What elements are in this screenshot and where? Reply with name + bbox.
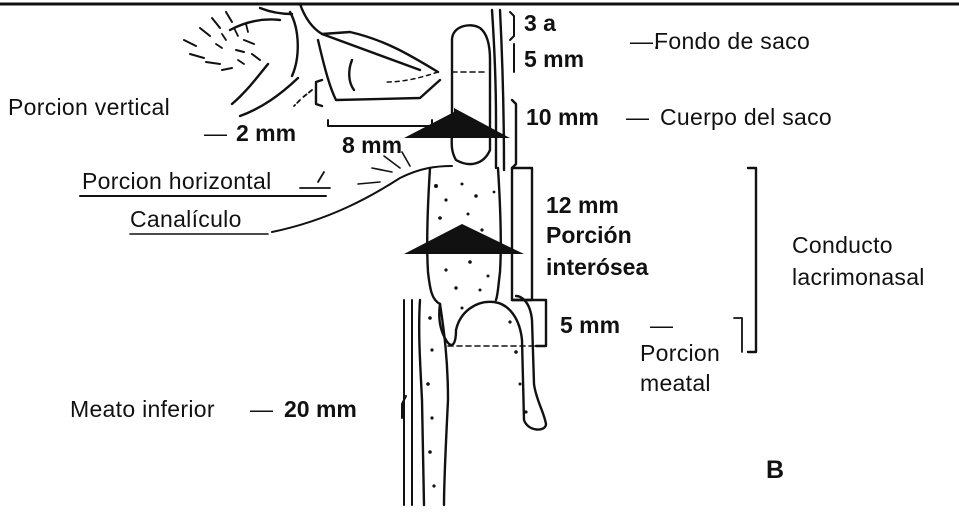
meatal-outline — [419, 296, 546, 505]
label-12mm: 12 mm — [546, 194, 619, 217]
label-cuerpo-del-saco: Cuerpo del saco — [660, 106, 832, 129]
label-porcion-meatal-1: Porcion — [640, 342, 720, 365]
bracket-conducto — [748, 168, 756, 352]
label-porcion-meatal-2: meatal — [640, 372, 711, 395]
label-3a: 3 a — [524, 12, 556, 35]
label-8mm: 8 mm — [342, 134, 402, 157]
valve-lower — [404, 224, 524, 254]
dash-5mm-low: — — [650, 314, 673, 337]
label-2mm: 2 mm — [236, 122, 296, 145]
label-porcion-vertical: Porcion vertical — [8, 96, 170, 119]
dash-20mm: — — [250, 398, 273, 421]
valve-upper-right — [454, 108, 510, 138]
label-porcion-interosea-2: interósea — [546, 256, 648, 279]
bracket-10mm — [512, 100, 516, 168]
label-conducto-2: lacrimonasal — [792, 266, 925, 289]
label-5mm-low: 5 mm — [560, 314, 620, 337]
label-fondo-de-saco: Fondo de saco — [654, 30, 810, 53]
leader-vertical — [294, 90, 312, 106]
meatal-inner — [440, 304, 448, 505]
label-porcion-interosea-1: Porción — [546, 224, 632, 247]
label-10mm: 10 mm — [526, 106, 599, 129]
label-5mm-top: 5 mm — [524, 48, 584, 71]
vertical-portion-bracket — [316, 80, 322, 106]
bracket-meatal — [734, 318, 742, 352]
dash-2mm: — — [204, 122, 227, 145]
dash-cuerpo: — — [626, 106, 649, 129]
box-12mm — [512, 168, 532, 300]
label-porcion-horizontal: Porcion horizontal — [82, 170, 272, 193]
label-canaliculo: Canalículo — [130, 208, 242, 231]
label-meato-inferior: Meato inferior — [70, 398, 215, 421]
horizontal-portion-bracket — [328, 120, 432, 126]
meatus-wall — [404, 300, 412, 505]
canaliculus-curve — [272, 166, 452, 232]
label-conducto-1: Conducto — [792, 234, 893, 257]
lacrimal-sac-outline — [452, 25, 490, 164]
bracket-3a-5mm — [510, 12, 514, 72]
label-20mm: 20 mm — [284, 398, 357, 421]
sac-bone-lines — [492, 10, 504, 170]
eyelid-sketch — [184, 4, 440, 116]
panel-letter: B — [766, 458, 784, 483]
